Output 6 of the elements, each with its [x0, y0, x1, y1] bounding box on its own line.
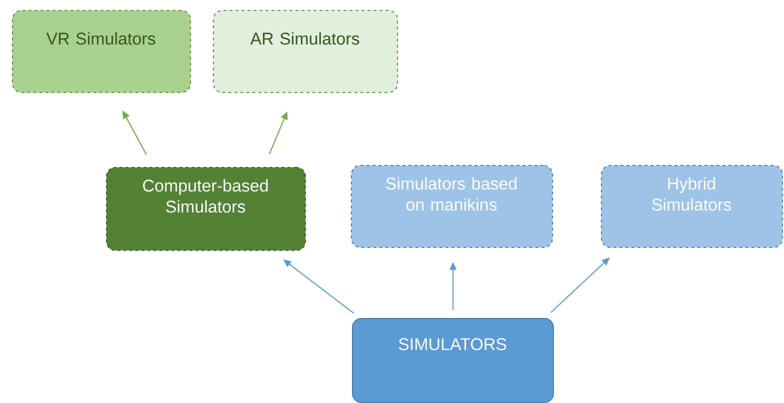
- category-box: Computer-based Simulators: [106, 166, 306, 251]
- category-box: Simulators based on manikins: [351, 165, 553, 248]
- category-box: Hybrid Simulators: [601, 165, 783, 248]
- category-box: AR Simulators: [213, 10, 398, 93]
- category-box: VR Simulators: [12, 10, 191, 93]
- root-box: SIMULATORS: [352, 318, 554, 403]
